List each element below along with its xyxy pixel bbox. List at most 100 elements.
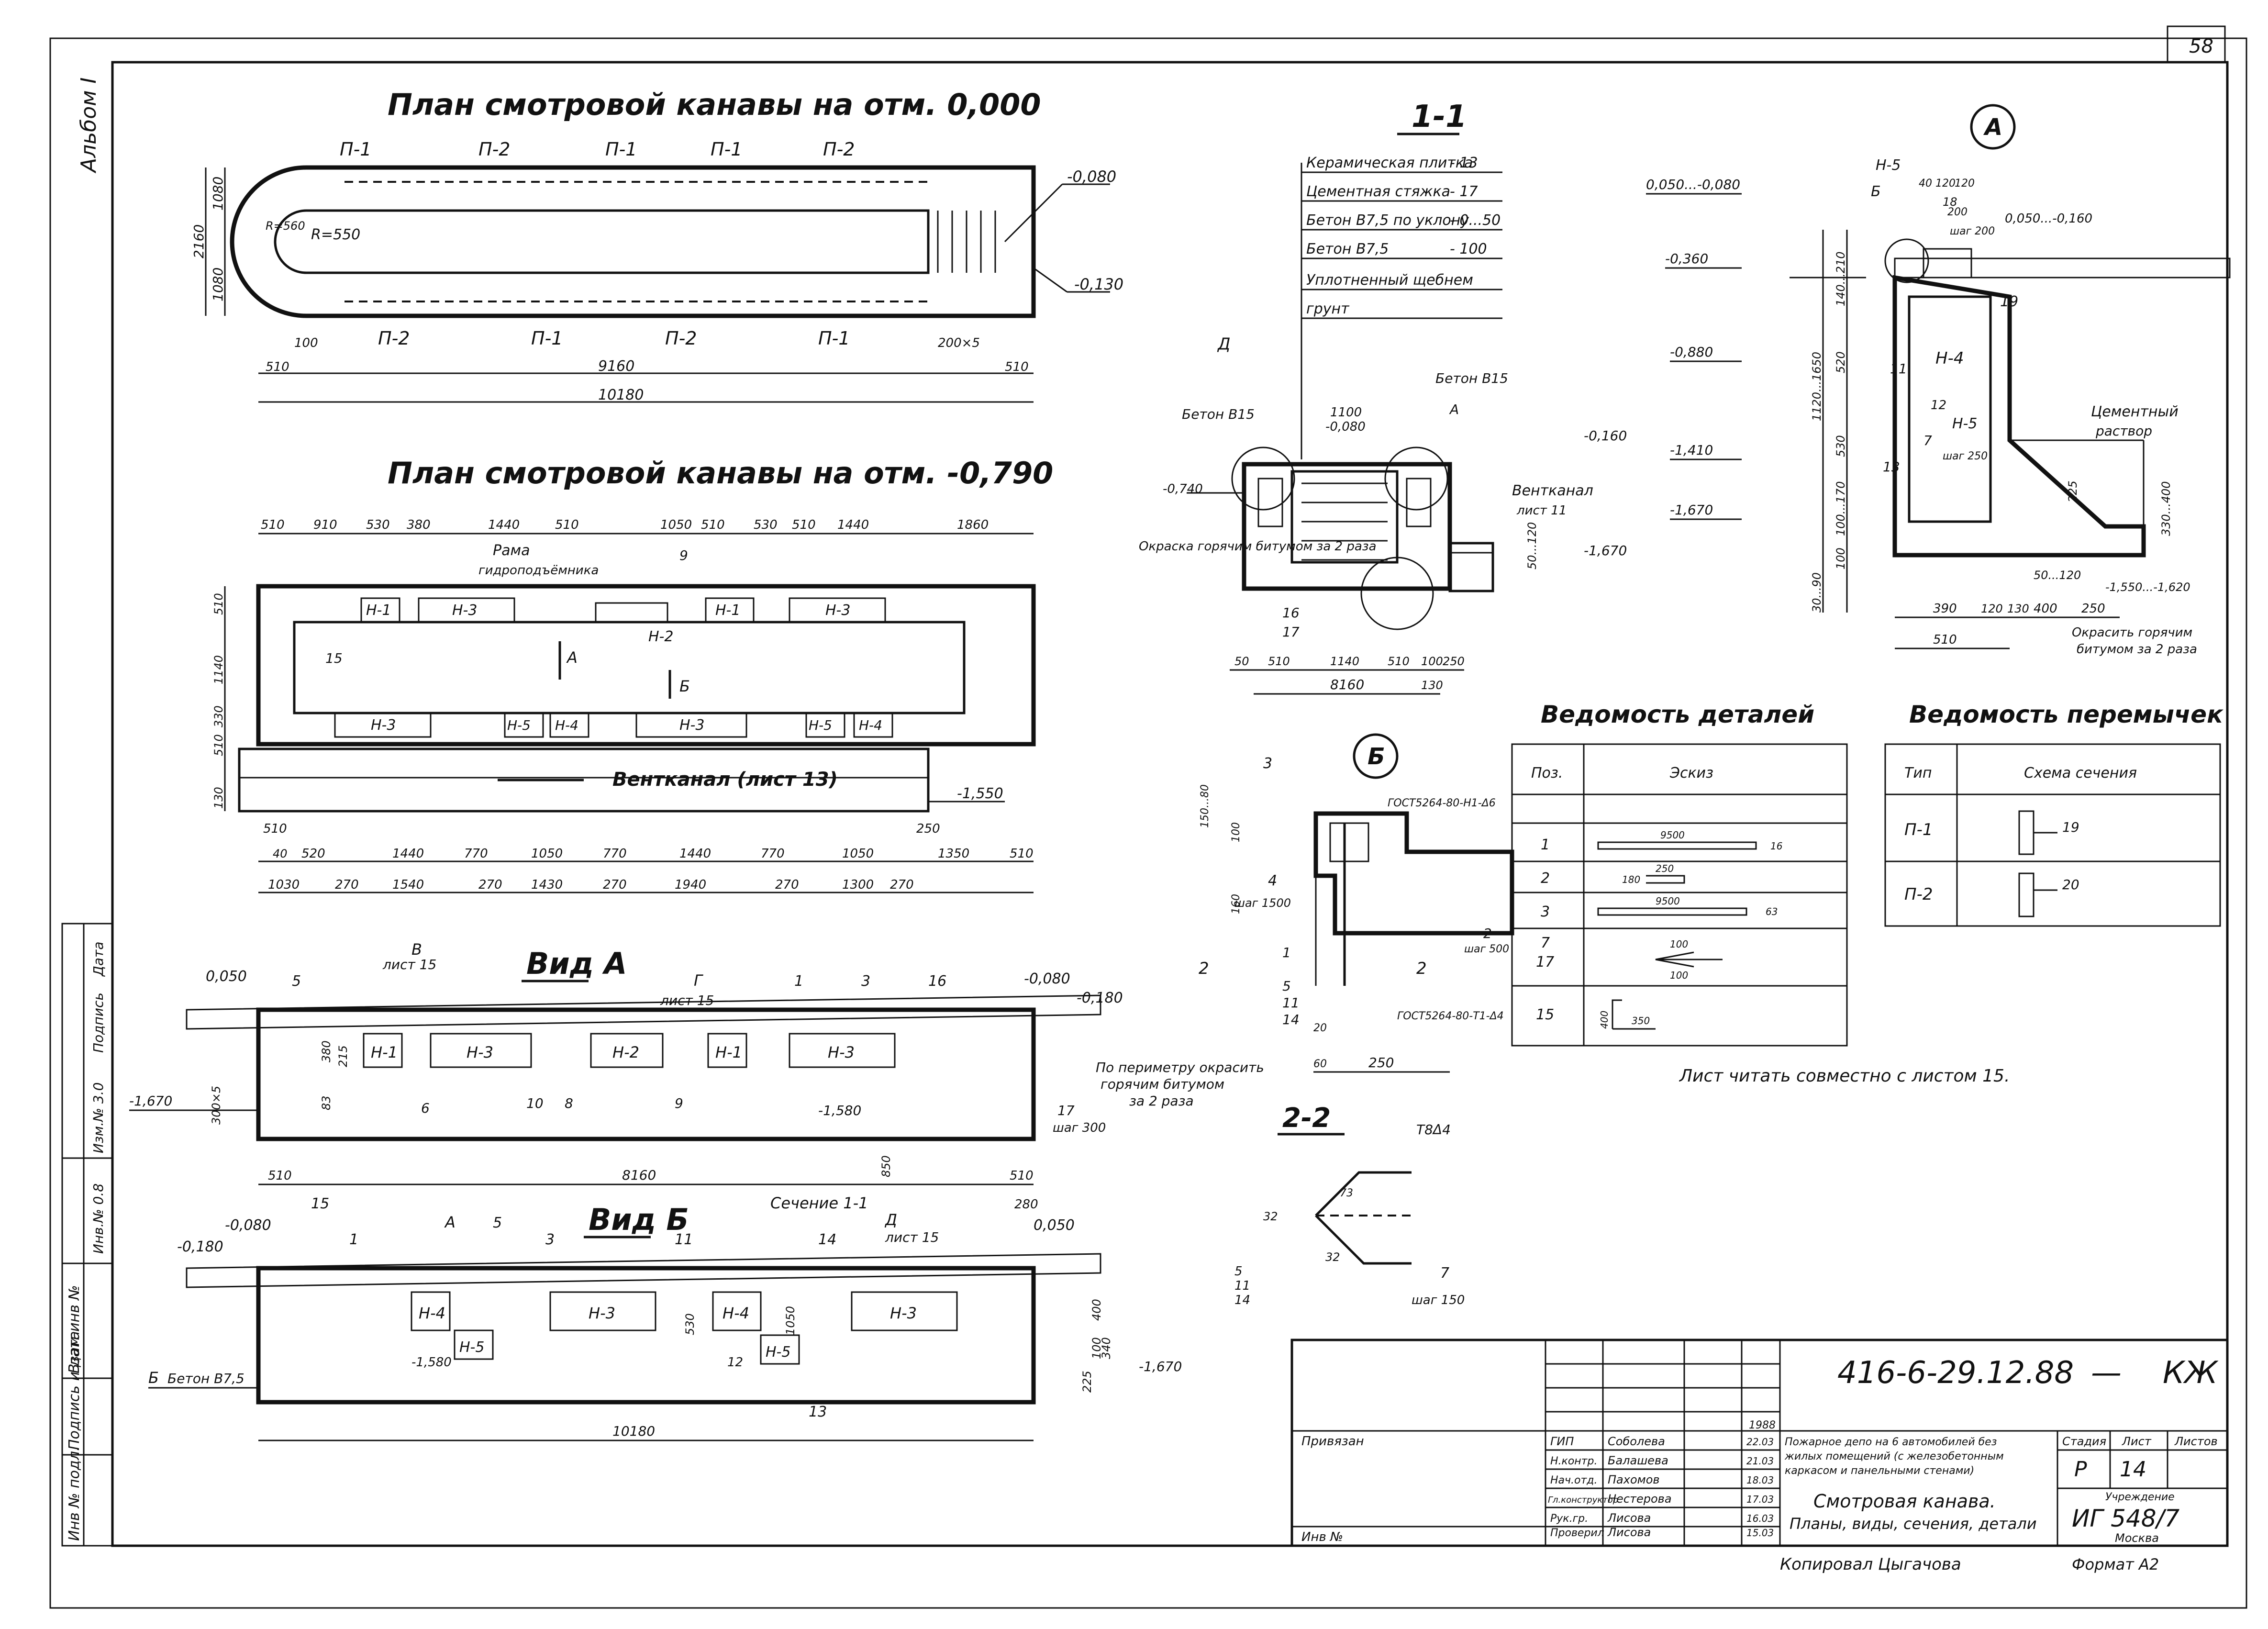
view-b: Вид Б Н-4 Н-5 Н-3 Н-4 Н-5 Н-3 1 А 5 3 11…: [148, 1202, 1182, 1441]
viewB-l0: 1: [349, 1231, 358, 1248]
viewA-b0: Н-1: [371, 1043, 398, 1061]
p2-frame: Рама: [493, 542, 530, 559]
p2-level: -1,550: [957, 785, 1003, 802]
p2-td-3: 380: [407, 518, 431, 532]
detA-dt2: 120: [1955, 178, 1975, 190]
s11-layer1v: - 17: [1450, 183, 1478, 200]
p2-bot-h5b: Н-5: [809, 717, 832, 733]
s11-d5: 250: [1443, 655, 1465, 668]
p2-bd1-6: 770: [603, 847, 627, 861]
p2-bd1-1: 40: [273, 847, 288, 860]
p2-td-4: 1440: [488, 518, 520, 532]
viewA-l20: По периметру окрасить: [1096, 1060, 1264, 1075]
lintels-table: Ведомость перемычек Тип Схема сечения П-…: [1679, 701, 2224, 1086]
s11-l10: -0,740: [1163, 482, 1203, 496]
p2-top-h1: Н-1: [366, 602, 391, 619]
tb-desc2: жилых помещений (с железобетонным: [1784, 1450, 2004, 1462]
detB-l5: 5: [1282, 978, 1291, 994]
detA-dt0: 40: [1919, 178, 1932, 190]
s11-layer0: Керамическая плитка: [1306, 155, 1473, 171]
s11-d6: 8160: [1330, 677, 1364, 692]
s22-title: 2-2: [1282, 1103, 1331, 1134]
p2-n9: 9: [679, 547, 688, 563]
viewA-l2: Г: [694, 971, 703, 990]
tb-date2: 18.03: [1746, 1474, 1774, 1486]
s11-d0: 50: [1234, 655, 1249, 668]
detA-note2: битумом за 2 раза: [2077, 642, 2197, 657]
tb-name5: Лисова: [1607, 1526, 1651, 1539]
detA-l8: 7: [1923, 433, 1932, 448]
s11-d3: 510: [1388, 655, 1410, 668]
detA-l6: Н-5: [1952, 415, 1977, 432]
detB-l11: 150...80: [1199, 784, 1211, 828]
s11-l3: А: [1449, 402, 1459, 417]
tb-role1: Н.контр.: [1550, 1455, 1597, 1467]
p1-mark-top-1: П-1: [340, 139, 371, 160]
detA-dl1: 520: [1834, 351, 1847, 373]
s22-l0: Т8Δ4: [1416, 1122, 1451, 1138]
lintels-r0-type: П-1: [1904, 820, 1933, 839]
viewB-b5: Н-3: [890, 1304, 917, 1322]
p2-bd1-3: 1440: [392, 847, 424, 861]
p2-frame2: гидроподъёмника: [478, 563, 599, 578]
viewA-d6: 380: [320, 1040, 333, 1062]
p1-dim-lb: 1080: [210, 268, 226, 301]
s22-l2: 11: [1234, 1279, 1250, 1293]
s22-l5: шаг 150: [1412, 1293, 1465, 1307]
read-note: Лист читать совместно с листом 15.: [1679, 1066, 2010, 1086]
viewA-d3: 850: [879, 1155, 893, 1177]
detA-lv2: -0,360: [1665, 251, 1708, 267]
viewB-l15: 12: [727, 1355, 743, 1370]
p2-bd1-5: 1050: [531, 847, 563, 861]
s11-d2: 1140: [1330, 655, 1359, 668]
viewB-l16: 13: [809, 1404, 827, 1420]
tb-sheets-h: Листов: [2174, 1435, 2218, 1448]
s11-l14: 17: [1282, 624, 1300, 640]
s11-l8: -0,080: [1325, 420, 1366, 434]
detB-l3: шаг 1500: [1234, 896, 1291, 910]
detA-lv1: 0,050...-0,160: [2005, 212, 2092, 226]
viewA-d0: 510: [268, 1169, 292, 1183]
s11-l6: Окраска горячим битумом за 2 раза: [1139, 539, 1377, 554]
viewB-l21: 340: [1100, 1337, 1113, 1359]
viewA-l11: 9: [675, 1095, 683, 1111]
viewA-l21: горячим битумом: [1101, 1076, 1224, 1092]
s22-l6: 32: [1263, 1210, 1278, 1223]
viewB-b0: Н-4: [419, 1304, 445, 1322]
viewB-l6: Д: [884, 1211, 897, 1229]
tb-org3: Москва: [2115, 1531, 2159, 1545]
detB-l4: 1: [1282, 945, 1291, 960]
detB-cut-r: 2: [1416, 959, 1427, 978]
p2-td-1: 910: [313, 518, 337, 532]
detA-dl10: 330...400: [2159, 481, 2173, 536]
side-stamp-d: Дата: [90, 941, 106, 977]
p2-top-h3b: Н-3: [825, 602, 850, 619]
viewA-b4: Н-3: [828, 1043, 855, 1061]
detB-l6: 11: [1282, 995, 1300, 1011]
viewB-l7: лист 15: [885, 1229, 939, 1245]
viewA-d7: 215: [336, 1045, 350, 1067]
s11-layer2: Бетон В7,5 по уклону: [1306, 212, 1469, 229]
viewA-l8: 6: [421, 1100, 430, 1116]
s11-layer3: Бетон В7,5: [1306, 241, 1389, 257]
tb-sheet: 14: [2120, 1457, 2146, 1482]
p1-mark-bot-4: П-1: [818, 328, 850, 349]
p1-d510b: 510: [1005, 360, 1029, 374]
side-stamp-p: Подпись: [90, 993, 106, 1053]
p2-bd1-11: 510: [1010, 847, 1034, 861]
viewB-b4: Н-5: [766, 1344, 790, 1361]
parts-r1-pos: 2: [1541, 870, 1550, 887]
side-stamp-inv: Инв № подл.: [66, 1447, 83, 1541]
s11-l5: лист 11: [1516, 503, 1567, 518]
p1-d510a: 510: [266, 360, 289, 374]
s11-l12: 50...120: [1525, 522, 1539, 569]
s11-l11: -1,670: [1584, 543, 1627, 558]
tb-code: 416-6-29.12.88: [1837, 1355, 2074, 1391]
viewB-l13: Б: [148, 1369, 159, 1387]
detA-dl3: 530: [1834, 435, 1847, 457]
p2-td-5: 510: [555, 518, 579, 532]
s11-layer3v: - 100: [1450, 241, 1487, 257]
viewA-l3: лист 15: [660, 993, 714, 1008]
tb-title2: Планы, виды, сечения, детали: [1790, 1515, 2037, 1533]
viewA-l16: -0,080: [1024, 971, 1070, 987]
